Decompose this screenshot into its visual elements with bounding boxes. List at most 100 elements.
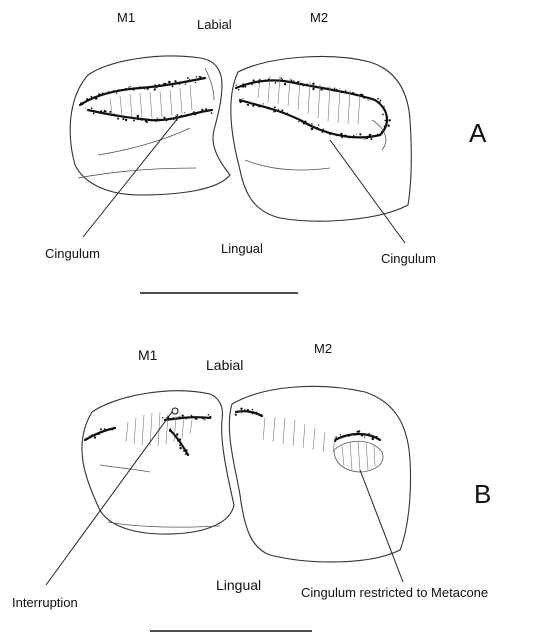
panel-b-m1-cusp-point: [172, 408, 178, 414]
stipple-dot: [289, 81, 290, 82]
stipple-dot: [104, 428, 106, 430]
stipple-dot: [117, 118, 119, 120]
stipple-dot: [86, 438, 88, 440]
stipple-dot: [244, 86, 246, 88]
stipple-dot: [235, 414, 237, 416]
stipple-dot: [329, 134, 330, 135]
stipple-dot: [278, 109, 279, 110]
stipple-dot: [179, 444, 181, 446]
stipple-dot: [258, 105, 260, 107]
stipple-dot: [382, 114, 384, 116]
stipple-dot: [185, 84, 186, 85]
stipple-dot: [242, 85, 245, 88]
stipple-dot: [191, 416, 193, 418]
stipple-dot: [356, 134, 357, 135]
stipple-dot: [330, 132, 332, 134]
stipple-dot: [186, 449, 188, 451]
stipple-dot: [283, 112, 285, 114]
panel-b-tooth-left-label: M1: [138, 347, 158, 363]
stipple-dot: [236, 84, 237, 85]
stipple-dot: [178, 416, 179, 417]
stipple-dot: [144, 88, 145, 89]
stipple-dot: [119, 115, 121, 117]
stipple-dot: [180, 115, 182, 117]
stipple-dot: [291, 79, 293, 81]
stipple-dot: [247, 104, 248, 105]
panel-b-m2-cusp-ridge: [263, 417, 335, 452]
stipple-dot: [201, 109, 203, 111]
stipple-dot: [274, 106, 276, 108]
panel-a-m1-crease-3: [205, 68, 214, 100]
stipple-dot: [334, 88, 336, 90]
stipple-dot: [341, 136, 343, 138]
stipple-dot: [282, 79, 283, 80]
stipple-dot: [374, 135, 375, 136]
stipple-dot: [366, 137, 368, 139]
stipple-dot: [340, 434, 341, 435]
stipple-dot: [323, 89, 324, 90]
panel-b-m1-crease: [100, 465, 150, 472]
stipple-dot: [348, 92, 349, 93]
stipple-dot: [194, 113, 196, 115]
panel-b-tooth-right-label: M2: [314, 341, 332, 356]
stipple-dot: [321, 90, 322, 91]
stipple-dot: [199, 76, 201, 78]
stipple-dot: [361, 138, 362, 139]
stipple-dot: [202, 417, 205, 420]
stipple-dot: [279, 80, 280, 81]
stipple-dot: [345, 90, 347, 92]
panel-b-left-callout: Interruption: [12, 595, 78, 610]
stipple-dot: [244, 409, 245, 410]
stipple-dot: [252, 409, 254, 411]
stipple-dot: [183, 450, 185, 452]
panel-a: M1 Labial M2 A Cingulum Lingual Cingulum: [45, 10, 487, 293]
panel-b-lingual-label: Lingual: [216, 577, 261, 593]
stipple-dot: [311, 123, 313, 125]
stipple-dot: [195, 82, 196, 83]
stipple-dot: [142, 87, 143, 88]
stipple-dot: [344, 134, 346, 136]
stipple-dot: [139, 86, 141, 88]
stipple-dot: [164, 119, 165, 120]
stipple-dot: [335, 436, 337, 438]
panel-b-m2-metacone-hatch: [342, 441, 375, 471]
stipple-dot: [257, 81, 259, 83]
stipple-dot: [300, 84, 302, 86]
stipple-dot: [86, 98, 88, 100]
stipple-dot: [173, 119, 175, 121]
stipple-dot: [111, 429, 113, 431]
stipple-dot: [187, 77, 189, 79]
stipple-dot: [318, 124, 320, 126]
stipple-dot: [80, 102, 82, 104]
stipple-dot: [178, 83, 180, 85]
stipple-dot: [147, 118, 149, 120]
stipple-dot: [208, 414, 210, 416]
stipple-dot: [103, 113, 104, 114]
stipple-dot: [387, 117, 388, 118]
stipple-dot: [298, 121, 299, 122]
stipple-dot: [79, 105, 80, 106]
stipple-dot: [334, 440, 336, 442]
stipple-dot: [312, 83, 314, 85]
stipple-dot: [117, 90, 119, 92]
stipple-dot: [253, 79, 255, 81]
stipple-dot: [284, 83, 286, 85]
stipple-dot: [180, 417, 181, 418]
panel-a-m1-cingulum-upper: [80, 78, 205, 105]
panel-a-right-callout: Cingulum: [381, 251, 436, 266]
stipple-dot: [306, 84, 308, 86]
stipple-dot: [167, 416, 170, 419]
stipple-dot: [192, 112, 193, 113]
stipple-dot: [100, 428, 102, 430]
stipple-dot: [251, 84, 252, 85]
stipple-dot: [157, 118, 158, 119]
stipple-dot: [177, 114, 179, 116]
stipple-dot: [185, 418, 187, 420]
stipple-dot: [195, 418, 196, 419]
panel-a-m2-crease: [245, 160, 330, 170]
stipple-dot: [128, 116, 130, 118]
stipple-dot: [322, 132, 323, 133]
stipple-dot: [252, 105, 254, 107]
stipple-dot: [358, 430, 360, 432]
stipple-dot: [132, 89, 134, 91]
